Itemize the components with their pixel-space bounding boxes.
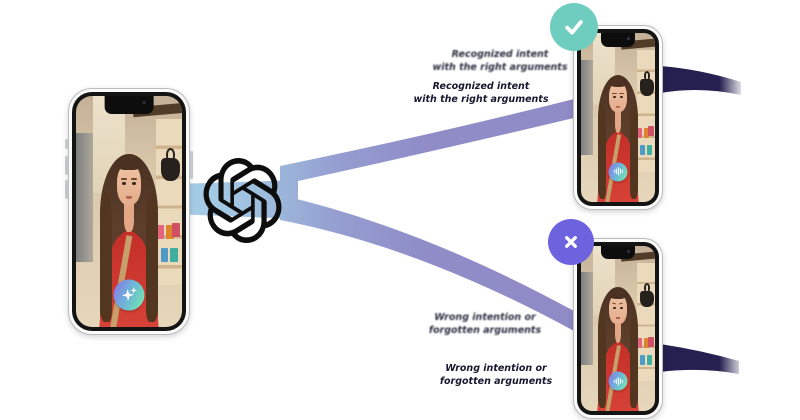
eye — [620, 307, 624, 310]
sparkles-icon[interactable] — [113, 279, 145, 311]
volume-down-button — [65, 180, 68, 199]
phone-notch — [600, 33, 636, 47]
shelf-item — [646, 144, 653, 155]
shop-shelves — [155, 119, 182, 286]
power-button — [190, 151, 193, 179]
eyebrow — [612, 92, 617, 95]
failure-label-line1: Wrong intention or — [434, 312, 536, 323]
check-icon — [550, 3, 598, 51]
hair-strand-right — [629, 315, 638, 408]
failure-label-line2: forgotten arguments — [428, 324, 542, 336]
video-scene — [76, 96, 182, 327]
success-ribbon — [280, 98, 578, 185]
handbag-shape — [640, 283, 654, 308]
mute-switch — [65, 139, 68, 149]
shelf-item — [637, 338, 643, 349]
phone-bezel — [577, 242, 659, 415]
shelf-item — [643, 338, 650, 349]
mouth — [615, 106, 621, 109]
eyebrow — [612, 302, 617, 306]
woman-neck — [614, 321, 622, 344]
failure-ribbon — [280, 195, 574, 331]
shelf-item — [170, 248, 178, 263]
success-label-ghost: Recognized intent with the right argumen… — [420, 49, 580, 74]
failure-label: Wrong intention or forgotten arguments — [416, 363, 576, 388]
eyebrow — [120, 177, 128, 180]
eye — [121, 181, 127, 185]
shelf-item — [156, 225, 164, 240]
success-label-line2: with the right arguments — [432, 61, 568, 73]
success-phone — [573, 25, 663, 210]
success-label-line1: Recognized intent — [451, 49, 549, 60]
phone-notch — [104, 96, 154, 115]
handbag-shape — [160, 147, 180, 182]
source-phone — [65, 88, 193, 335]
mouth — [616, 316, 620, 320]
success-label-line2: with the right arguments — [413, 93, 549, 105]
voice-waveform-icon[interactable] — [608, 371, 628, 391]
success-label-line1: Recognized intent — [432, 81, 530, 92]
hair-strand-left — [100, 193, 113, 323]
video-call-screen — [76, 96, 182, 327]
eye — [612, 307, 616, 310]
openai-logo-icon — [203, 158, 282, 243]
eyebrow — [130, 177, 138, 180]
hair-strand-right — [145, 193, 158, 323]
mouth — [125, 195, 133, 199]
phone-notch — [600, 246, 636, 260]
shelf-item — [643, 127, 650, 138]
failure-phone — [573, 238, 663, 419]
woman-face — [115, 157, 143, 205]
shelf-item — [637, 127, 643, 138]
window-backdrop — [581, 60, 593, 155]
shelf-item — [640, 354, 646, 365]
hair-strand-left — [598, 103, 607, 199]
hair-strand-right — [629, 103, 638, 199]
success-label: Recognized intent with the right argumen… — [401, 81, 561, 106]
failure-label-line2: forgotten arguments — [439, 375, 553, 387]
handbag-shape — [640, 71, 654, 96]
video-call-screen — [581, 246, 655, 411]
dark-ribbon-bottom — [660, 344, 739, 374]
eye — [131, 181, 137, 185]
woman-face — [608, 78, 628, 113]
cross-icon — [548, 219, 594, 265]
phone-bezel — [577, 29, 659, 206]
failure-label-line1: Wrong intention or — [445, 363, 547, 374]
shelf-item — [166, 225, 174, 240]
shelf-item — [172, 223, 180, 237]
video-call-screen — [581, 33, 655, 202]
shelf-item — [648, 336, 654, 347]
volume-up-button — [65, 156, 68, 175]
window-backdrop — [76, 132, 93, 263]
eye — [612, 95, 616, 98]
eyebrow — [619, 302, 624, 306]
woman-neck — [124, 202, 134, 233]
woman-neck — [614, 110, 622, 133]
video-scene — [581, 246, 655, 411]
window-backdrop — [581, 272, 593, 365]
eyebrow — [619, 92, 624, 95]
shelf-item — [640, 144, 646, 155]
shelf-item — [646, 354, 653, 365]
phone-bezel — [72, 92, 186, 331]
shelf-item — [160, 248, 169, 263]
hair-strand-left — [598, 315, 607, 408]
woman-face — [608, 290, 628, 324]
voice-waveform-icon[interactable] — [608, 162, 628, 182]
failure-label-ghost: Wrong intention or forgotten arguments — [405, 312, 565, 337]
video-scene — [581, 33, 655, 202]
shelf-item — [648, 125, 654, 137]
dark-ribbon-top — [660, 66, 741, 95]
eye — [620, 95, 624, 98]
